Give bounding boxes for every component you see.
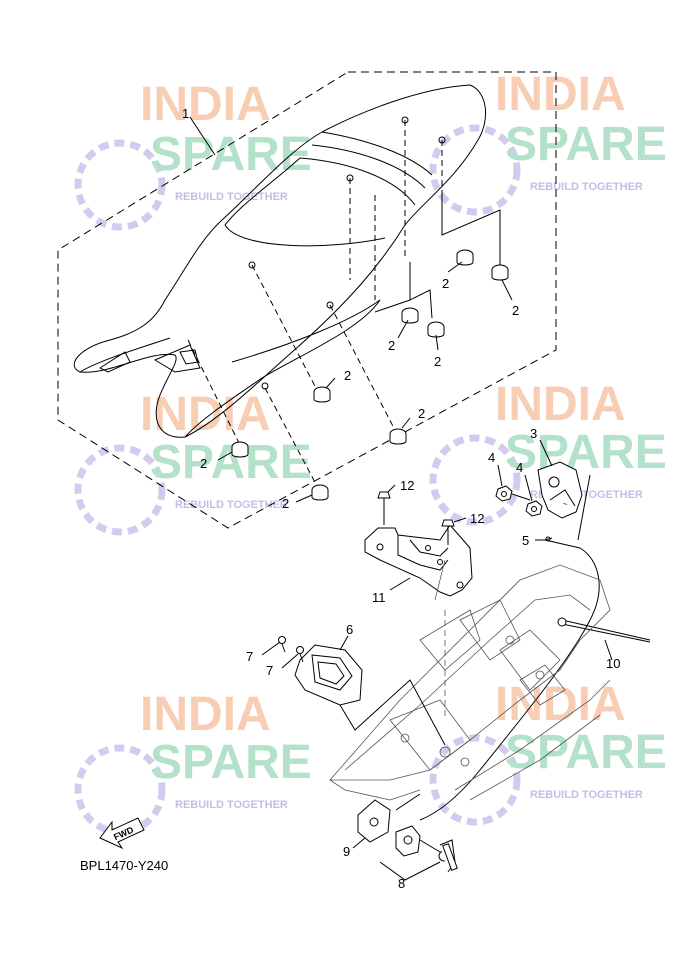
callout-4: 4	[488, 450, 495, 465]
watermark-india-text: INDIA	[495, 68, 626, 121]
damper-group	[231, 249, 509, 501]
callout-5: 5	[522, 533, 529, 548]
callout-1: 1	[182, 106, 189, 121]
callout-11: 11	[372, 590, 386, 605]
watermark-top-right: INDIA SPARE REBUILD TOGETHER	[429, 68, 667, 216]
callout-4: 4	[516, 460, 523, 475]
callout-2: 2	[344, 368, 351, 383]
document-holder	[294, 644, 363, 706]
watermark-spare-text: SPARE	[150, 736, 312, 789]
watermark-mid-left: INDIA SPARE REBUILD TOGETHER	[74, 388, 312, 536]
callout-2: 2	[388, 338, 395, 353]
watermark-mid-right: INDIA SPARE REBUILD TOGETHER	[429, 378, 667, 526]
callout-8: 8	[398, 876, 405, 891]
damper-icon	[491, 264, 509, 281]
bolt-icon	[377, 491, 391, 525]
callout-2: 2	[442, 276, 449, 291]
damper-icon	[231, 441, 249, 458]
seat-assembly-boundary	[57, 71, 557, 529]
watermark-tagline-text: REBUILD TOGETHER	[175, 191, 288, 203]
watermark-bottom-left: INDIA SPARE REBUILD TOGETHER	[74, 688, 312, 836]
watermark-india-text: INDIA	[140, 388, 271, 441]
lock-bracket	[357, 799, 391, 843]
callout-2: 2	[512, 303, 519, 318]
screw-icon	[278, 636, 286, 653]
watermark-spare-text: SPARE	[150, 436, 312, 489]
nut-icon	[495, 485, 513, 502]
bolt-icon	[441, 519, 455, 545]
watermark-tagline-text: REBUILD TOGETHER	[530, 181, 643, 193]
fwd-arrow-icon: FWD	[99, 817, 145, 850]
callout-2: 2	[200, 456, 207, 471]
seat	[73, 84, 487, 438]
watermark-logo-icon	[429, 434, 521, 526]
diagram-code: BPL1470-Y240	[80, 858, 169, 873]
callout-9: 9	[343, 844, 350, 859]
callout-2: 2	[418, 406, 425, 421]
watermark-spare-text: SPARE	[505, 726, 667, 779]
watermark-logo-icon	[74, 444, 166, 536]
watermark-logo-icon	[429, 734, 521, 826]
callout-labels: 1 2 2 2 2 2 2 2 2 3 4 4 5 6 7 7 8 9 10 1…	[182, 106, 620, 891]
bolt-group	[377, 491, 455, 545]
screw-group	[278, 636, 304, 663]
watermark-bottom-right: INDIA SPARE REBUILD TOGETHER	[429, 678, 667, 826]
callout-7: 7	[246, 649, 253, 664]
damper-icon	[401, 307, 419, 324]
callout-2: 2	[434, 354, 441, 369]
watermark-tagline-text: REBUILD TOGETHER	[530, 789, 643, 801]
callout-3: 3	[530, 426, 537, 441]
watermark-top-left: INDIA SPARE REBUILD TOGETHER	[74, 78, 312, 231]
damper-icon	[313, 386, 331, 403]
seat-lock-cable	[419, 536, 600, 821]
callout-leaders	[189, 116, 613, 849]
watermark-spare-text: SPARE	[150, 128, 312, 181]
watermark-spare-text: SPARE	[505, 426, 667, 479]
watermark-india-text: INDIA	[140, 688, 271, 741]
nut-icon	[525, 500, 543, 517]
watermark-logo-icon	[429, 124, 521, 216]
seat-bracket	[364, 524, 473, 597]
damper-icon	[456, 249, 474, 266]
callout-10: 10	[606, 656, 620, 671]
damper-icon	[389, 428, 407, 445]
callout-2: 2	[282, 496, 289, 511]
seat-lock-rod	[557, 617, 651, 643]
key-icon	[442, 843, 458, 871]
frame	[329, 559, 611, 801]
watermark-tagline-text: REBUILD TOGETHER	[175, 499, 288, 511]
key-lock-bracket-lines	[379, 793, 441, 881]
callout-7: 7	[266, 663, 273, 678]
assembly-leader-lines	[187, 120, 443, 489]
watermark-india-text: INDIA	[495, 378, 626, 431]
watermark-india-text: INDIA	[495, 678, 626, 731]
damper-icon	[311, 484, 329, 501]
watermark-india-text: INDIA	[140, 78, 271, 131]
screw-icon	[296, 646, 304, 663]
nut-group	[495, 485, 543, 517]
seat-lock	[537, 461, 583, 519]
lock-leader-lines	[511, 474, 591, 541]
watermark-logo-icon	[74, 139, 166, 231]
holder-leader-line	[339, 679, 446, 746]
damper-icon	[427, 321, 445, 338]
callout-12: 12	[400, 478, 414, 493]
callout-6: 6	[346, 622, 353, 637]
watermark-tagline-text: REBUILD TOGETHER	[175, 799, 288, 811]
part-group-brackets	[248, 116, 501, 390]
watermark-spare-text: SPARE	[505, 118, 667, 171]
callout-12: 12	[470, 511, 484, 526]
